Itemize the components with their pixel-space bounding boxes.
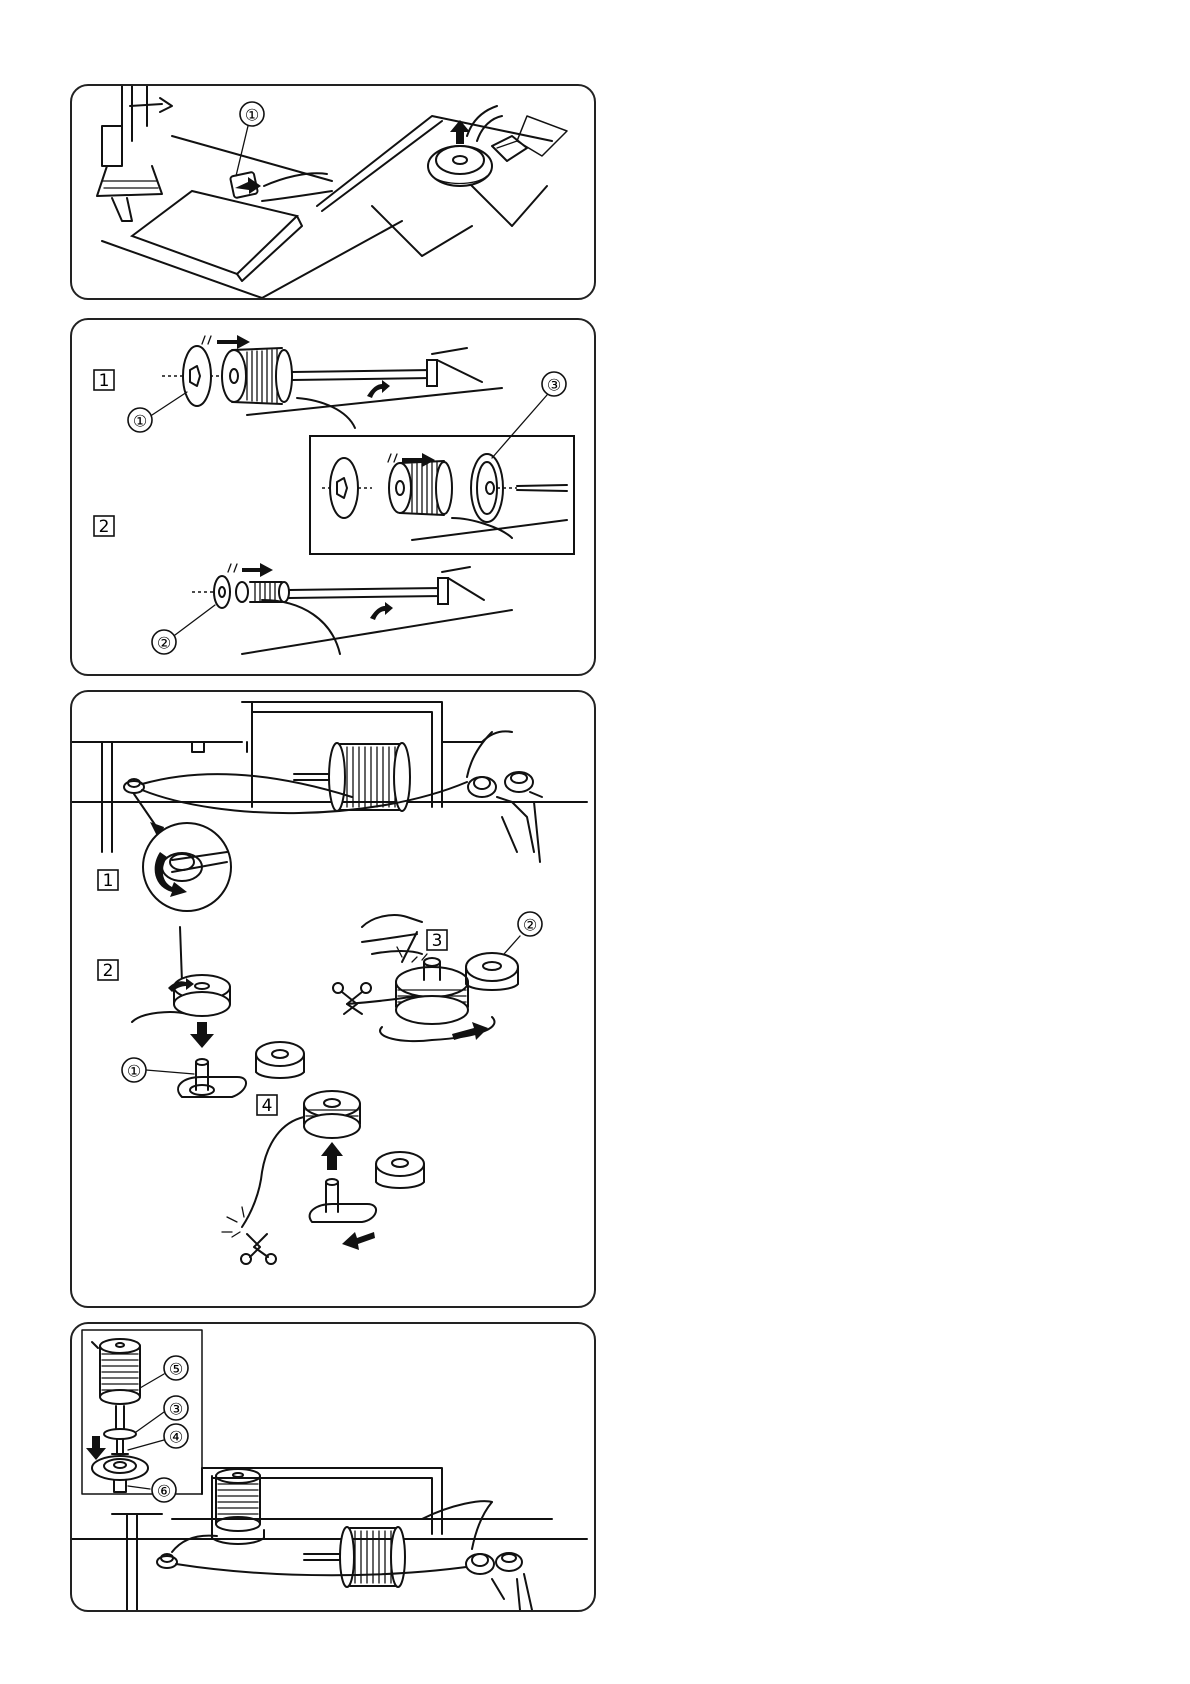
svg-text:2: 2 [99, 517, 110, 537]
step-2-label: 2 [94, 516, 114, 537]
svg-text:3: 3 [432, 931, 443, 951]
bobbin-cover-illustration: ① [72, 86, 594, 298]
small-spool-drawing [192, 563, 512, 654]
callout-additional-spool-pin: ④ [128, 1424, 188, 1450]
presser-foot-drawing [97, 86, 172, 221]
callout-bobbin-winder-stopper: ② [504, 912, 542, 954]
callout-release-button: ① [236, 102, 264, 176]
svg-text:2: 2 [103, 961, 114, 981]
panel-bobbin-cover: ① [70, 84, 596, 300]
callout-small-spool-cap: ② [152, 605, 215, 654]
callout-bobbin-winder-spindle: ① [122, 1058, 194, 1082]
callout-spool-felt: ⑤ [140, 1356, 188, 1388]
step-3-winding-label: 3 [427, 930, 447, 951]
svg-text:③: ③ [169, 1400, 183, 1419]
additional-spool-pin-illustration: ⑤ ③ ④ ⑥ [72, 1324, 594, 1610]
remove-bobbin-drawing [222, 1091, 424, 1264]
step-4-winding-label: 4 [257, 1095, 277, 1116]
svg-text:1: 1 [99, 371, 110, 391]
machine-top-drawing [72, 702, 587, 862]
svg-text:⑥: ⑥ [157, 1482, 171, 1501]
svg-text:4: 4 [262, 1096, 273, 1116]
bobbin-removal-drawing [317, 106, 567, 256]
svg-text:③: ③ [547, 376, 561, 395]
svg-text:⑤: ⑤ [169, 1360, 183, 1379]
svg-text:①: ① [127, 1062, 141, 1081]
spool-pin-illustration: 1 ① [72, 320, 594, 674]
svg-text:1: 1 [103, 871, 114, 891]
thread-guide-zoom [134, 794, 231, 911]
step-1-winding-label: 1 [98, 870, 118, 891]
svg-text:①: ① [133, 412, 147, 431]
panel-spool-pin: 1 ① [70, 318, 596, 676]
step-1-label: 1 [94, 370, 114, 391]
svg-text:①: ① [245, 106, 259, 125]
panel-bobbin-winding: 1 2 ① [70, 690, 596, 1308]
bobbin-winding-illustration: 1 2 ① [72, 692, 594, 1306]
step-2-winding-label: 2 [98, 960, 118, 981]
bobbin-cover-plate [132, 191, 302, 281]
svg-text:②: ② [157, 634, 171, 653]
spool-net-inset [310, 436, 574, 554]
panel-additional-spool-pin: ⑤ ③ ④ ⑥ [70, 1322, 596, 1612]
svg-text:②: ② [523, 916, 537, 935]
large-spool-drawing [162, 335, 502, 428]
wind-bobbin-drawing [333, 915, 518, 1041]
callout-spool-pin-hole: ⑥ [128, 1478, 176, 1502]
svg-text:④: ④ [169, 1428, 183, 1447]
callout-large-spool-cap: ① [128, 392, 187, 432]
